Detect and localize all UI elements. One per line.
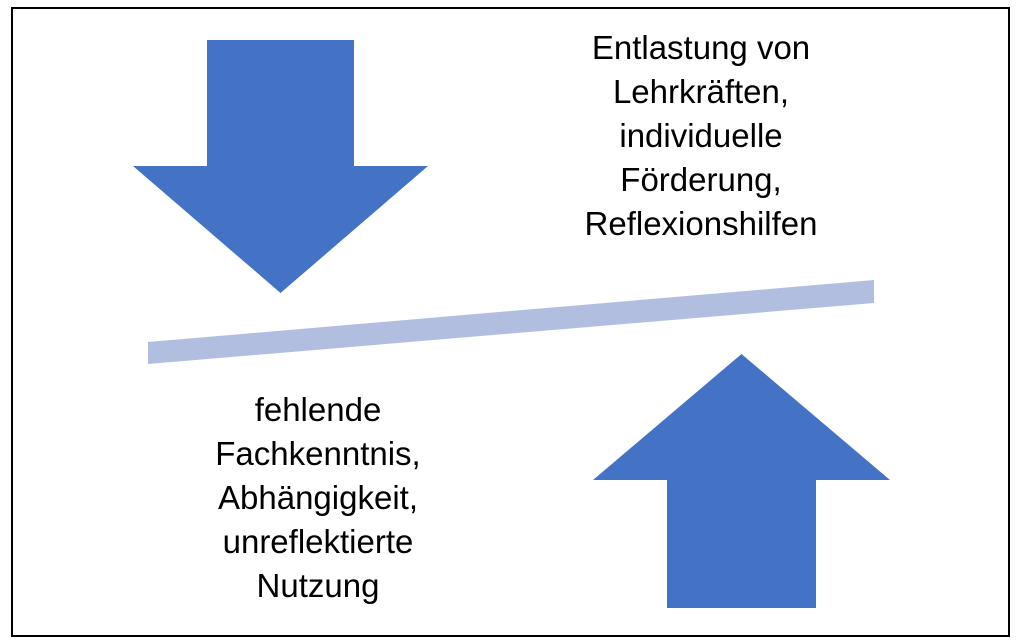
benefits-text: Entlastung von Lehrkräften, individuelle…: [584, 29, 818, 242]
slide-border: [11, 7, 1010, 637]
risks-text: fehlende Fachkenntnis, Abhängigkeit, unr…: [215, 391, 421, 604]
balance-beam-shape: [148, 280, 874, 364]
up-arrow-icon: [593, 354, 890, 608]
down-arrow-icon: [133, 40, 428, 293]
